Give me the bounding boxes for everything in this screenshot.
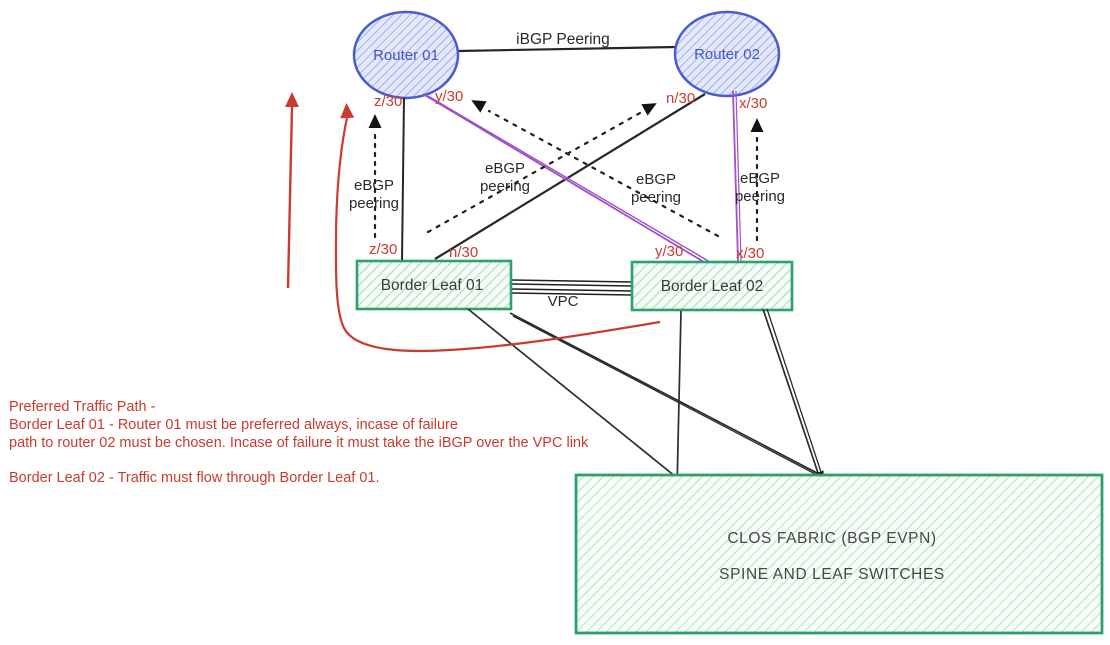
clos-fabric-box xyxy=(574,473,1104,635)
border-leaf2-label: Border Leaf 02 xyxy=(660,278,764,295)
leaf1-fabric-link2b xyxy=(512,315,822,478)
arrow-up-right-icon xyxy=(641,103,657,116)
vpc-link-line xyxy=(511,288,633,292)
note-heading: Preferred Traffic Path - xyxy=(9,399,156,415)
arrow-up-icon xyxy=(368,114,382,128)
ebgp-session-leaf1-router2-dotted xyxy=(426,111,642,234)
ibgp-link-line xyxy=(457,45,677,53)
port-label-router1-y: y/30 xyxy=(435,88,464,105)
port-label-leaf2-x: x/30 xyxy=(736,245,765,262)
vpc-link-line xyxy=(511,283,633,287)
clos-fabric-subtitle: SPINE AND LEAF SWITCHES xyxy=(719,566,945,583)
border-leaf1-label: Border Leaf 01 xyxy=(380,277,484,294)
link-y-router1-leaf2 xyxy=(422,93,705,263)
vpc-label: VPC xyxy=(547,293,579,310)
router2-label: Router 02 xyxy=(694,46,760,63)
router1-node xyxy=(352,10,460,100)
ebgp-peering-label-midleft: eBGP peering xyxy=(479,160,531,195)
port-label-router2-x: x/30 xyxy=(739,95,768,112)
link-y-router1-leaf2-b xyxy=(427,95,711,263)
ebgp-peering-label-left: eBGP peering xyxy=(348,177,400,212)
border-leaf2-box xyxy=(630,260,794,312)
red-arrow-up-icon xyxy=(340,103,355,119)
link-x-router2-leaf2 xyxy=(732,90,739,262)
red-arrow-up-icon xyxy=(285,92,299,107)
link-z-router1-leaf1 xyxy=(401,97,405,262)
note-leaf2-line: Border Leaf 02 - Traffic must flow throu… xyxy=(9,470,380,486)
red-straight-arrow-line xyxy=(286,105,294,289)
port-label-leaf1-n: n/30 xyxy=(449,244,479,261)
vpc-link-line xyxy=(511,279,633,283)
arrow-up-left-icon xyxy=(471,100,487,113)
port-label-leaf1-z: z/30 xyxy=(369,241,398,258)
ebgp-peering-label-right: eBGP peering xyxy=(734,170,786,205)
router2-node xyxy=(673,10,781,98)
ibgp-peering-label: iBGP Peering xyxy=(516,31,610,48)
link-n-leaf1-router2 xyxy=(434,93,706,260)
ebgp-session-leaf2-router1-dotted xyxy=(487,109,720,238)
arrow-up-icon xyxy=(750,118,764,132)
leaf2-fabric-link2b xyxy=(766,308,823,476)
leaf2-fabric-link xyxy=(676,310,682,490)
ebgp-peering-label-midright: eBGP peering xyxy=(630,171,682,206)
port-label-router1-z: z/30 xyxy=(374,93,403,110)
leaf1-fabric-link2 xyxy=(509,312,820,475)
port-label-leaf2-y: y/30 xyxy=(655,243,684,260)
red-curved-arrow-path xyxy=(334,117,661,353)
router1-label: Router 01 xyxy=(373,47,439,64)
link-x-router2-leaf2-b xyxy=(735,90,742,262)
note-leaf1-line2: path to router 02 must be chosen. Incase… xyxy=(9,435,589,451)
vpc-link-line xyxy=(511,292,633,296)
leaf2-fabric-link2 xyxy=(762,308,819,474)
note-leaf1-line1: Border Leaf 01 - Router 01 must be prefe… xyxy=(9,417,458,433)
border-leaf1-box xyxy=(355,259,513,311)
clos-fabric-title: CLOS FABRIC (BGP EVPN) xyxy=(727,530,937,547)
port-label-router2-n: n/30 xyxy=(666,90,696,107)
leaf1-fabric-link xyxy=(467,308,677,478)
